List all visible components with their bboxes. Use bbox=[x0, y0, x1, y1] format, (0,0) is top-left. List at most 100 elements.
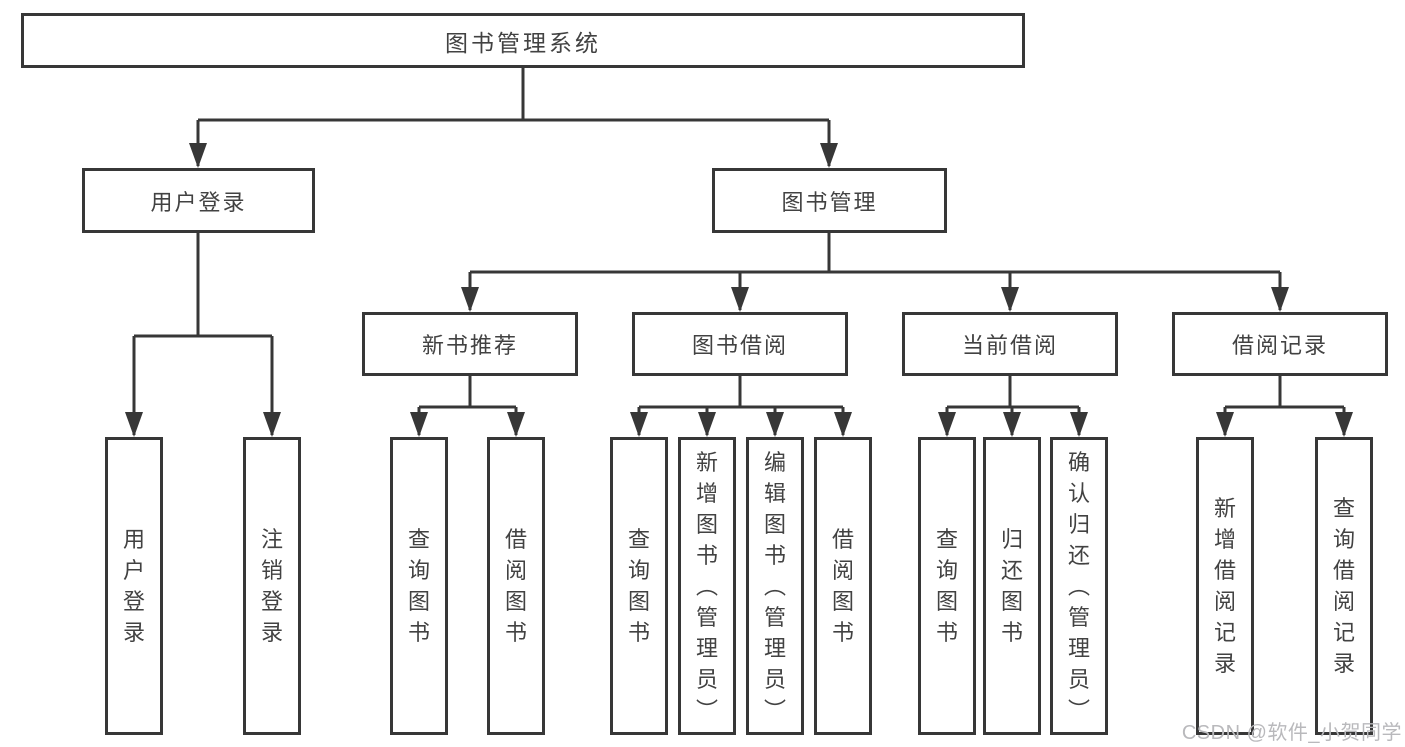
leaf-query-books: 查询图书 bbox=[918, 437, 976, 735]
vertical-char: 书 bbox=[407, 620, 430, 645]
vertical-char: 管 bbox=[695, 604, 718, 630]
arrowhead-down-icon bbox=[263, 412, 281, 437]
vertical-char: 录 bbox=[122, 620, 145, 645]
vertical-char: 图 bbox=[627, 589, 650, 614]
node-book-borrowing: 图书借阅 bbox=[632, 312, 848, 376]
node-user-login: 用户登录 bbox=[82, 168, 315, 233]
vertical-char: 登 bbox=[260, 589, 283, 614]
vertical-char: 确 bbox=[1067, 449, 1090, 475]
arrowhead-down-icon bbox=[766, 412, 784, 437]
vertical-char: 借 bbox=[1332, 558, 1355, 583]
vertical-char: 书 bbox=[763, 542, 786, 568]
node-borrowing-records: 借阅记录 bbox=[1172, 312, 1388, 376]
leaf-query-books: 查询图书 bbox=[610, 437, 668, 735]
vertical-char: 理 bbox=[763, 635, 786, 661]
vertical-char: 用 bbox=[122, 527, 145, 552]
vertical-char: 图 bbox=[1000, 589, 1023, 614]
arrowhead-down-icon bbox=[1335, 412, 1353, 437]
vertical-char: 图 bbox=[763, 511, 786, 537]
vertical-char: 记 bbox=[1332, 620, 1355, 645]
vertical-char: 增 bbox=[695, 480, 718, 506]
vertical-char: 编 bbox=[763, 449, 786, 475]
connector-path bbox=[132, 66, 1346, 435]
vertical-char: 增 bbox=[1213, 527, 1236, 552]
arrowhead-down-icon bbox=[1003, 412, 1021, 437]
vertical-char: 录 bbox=[1332, 651, 1355, 676]
vertical-char: 图 bbox=[935, 589, 958, 614]
leaf-borrow-books: 借阅图书 bbox=[487, 437, 545, 735]
vertical-char: 归 bbox=[1067, 511, 1090, 537]
vertical-char: 书 bbox=[935, 620, 958, 645]
vertical-char: ︶ bbox=[763, 697, 786, 723]
vertical-char: ︵ bbox=[763, 573, 786, 599]
vertical-char: ︶ bbox=[695, 697, 718, 723]
node-book-management: 图书管理 bbox=[712, 168, 947, 233]
vertical-char: 录 bbox=[1213, 651, 1236, 676]
node-library-management-system: 图书管理系统 bbox=[21, 13, 1025, 68]
vertical-char: 管 bbox=[763, 604, 786, 630]
leaf-logout: 注销登录 bbox=[243, 437, 301, 735]
vertical-char: 理 bbox=[695, 635, 718, 661]
leaf-add-book-admin: 新增图书︵管理员︶ bbox=[678, 437, 736, 735]
vertical-char: 录 bbox=[260, 620, 283, 645]
vertical-char: 销 bbox=[260, 558, 283, 583]
vertical-char: 认 bbox=[1067, 480, 1090, 506]
vertical-char: 还 bbox=[1000, 558, 1023, 583]
vertical-char: 查 bbox=[935, 527, 958, 552]
arrowhead-down-icon bbox=[1001, 287, 1019, 312]
arrowhead-down-icon bbox=[189, 143, 207, 168]
arrowhead-down-icon bbox=[731, 287, 749, 312]
vertical-char: 阅 bbox=[504, 558, 527, 583]
arrowhead-down-icon bbox=[1216, 412, 1234, 437]
node-current-borrowing: 当前借阅 bbox=[902, 312, 1118, 376]
vertical-char: 员 bbox=[763, 666, 786, 692]
vertical-char: 阅 bbox=[1213, 589, 1236, 614]
vertical-char: 图 bbox=[504, 589, 527, 614]
vertical-char: 查 bbox=[1332, 496, 1355, 521]
arrowhead-down-icon bbox=[938, 412, 956, 437]
leaf-return-books: 归还图书 bbox=[983, 437, 1041, 735]
vertical-char: 借 bbox=[1213, 558, 1236, 583]
vertical-char: 书 bbox=[627, 620, 650, 645]
vertical-char: 阅 bbox=[1332, 589, 1355, 614]
arrowhead-down-icon bbox=[834, 412, 852, 437]
arrowhead-down-icon bbox=[507, 412, 525, 437]
leaf-edit-book-admin: 编辑图书︵管理员︶ bbox=[746, 437, 804, 735]
leaf-query-books: 查询图书 bbox=[390, 437, 448, 735]
vertical-char: 还 bbox=[1067, 542, 1090, 568]
vertical-char: 注 bbox=[260, 527, 283, 552]
arrowhead-down-icon bbox=[698, 412, 716, 437]
vertical-char: 书 bbox=[831, 620, 854, 645]
arrowhead-down-icon bbox=[630, 412, 648, 437]
watermark: CSDN @软件_小贺同学 bbox=[1181, 722, 1402, 744]
vertical-char: 登 bbox=[122, 589, 145, 614]
vertical-char: 书 bbox=[1000, 620, 1023, 645]
vertical-char: 询 bbox=[407, 558, 430, 583]
vertical-char: 图 bbox=[695, 511, 718, 537]
vertical-char: 借 bbox=[831, 527, 854, 552]
arrowhead-down-icon bbox=[461, 287, 479, 312]
vertical-char: 理 bbox=[1067, 635, 1090, 661]
leaf-user-login: 用户登录 bbox=[105, 437, 163, 735]
vertical-char: 归 bbox=[1000, 527, 1023, 552]
leaf-confirm-return-admin: 确认归还︵管理员︶ bbox=[1050, 437, 1108, 735]
vertical-char: 员 bbox=[695, 666, 718, 692]
vertical-char: 查 bbox=[627, 527, 650, 552]
arrowhead-down-icon bbox=[820, 143, 838, 168]
vertical-char: 阅 bbox=[831, 558, 854, 583]
vertical-char: 图 bbox=[831, 589, 854, 614]
leaf-borrow-books: 借阅图书 bbox=[814, 437, 872, 735]
arrowhead-down-icon bbox=[125, 412, 143, 437]
vertical-char: 记 bbox=[1213, 620, 1236, 645]
vertical-char: 户 bbox=[122, 558, 145, 583]
vertical-char: 新 bbox=[1213, 496, 1236, 521]
arrowhead-down-icon bbox=[1070, 412, 1088, 437]
vertical-char: 查 bbox=[407, 527, 430, 552]
vertical-char: ︵ bbox=[1067, 573, 1090, 599]
vertical-char: 询 bbox=[1332, 527, 1355, 552]
vertical-char: 员 bbox=[1067, 666, 1090, 692]
vertical-char: 借 bbox=[504, 527, 527, 552]
leaf-query-borrowing-record: 查询借阅记录 bbox=[1315, 437, 1373, 735]
vertical-char: 书 bbox=[695, 542, 718, 568]
